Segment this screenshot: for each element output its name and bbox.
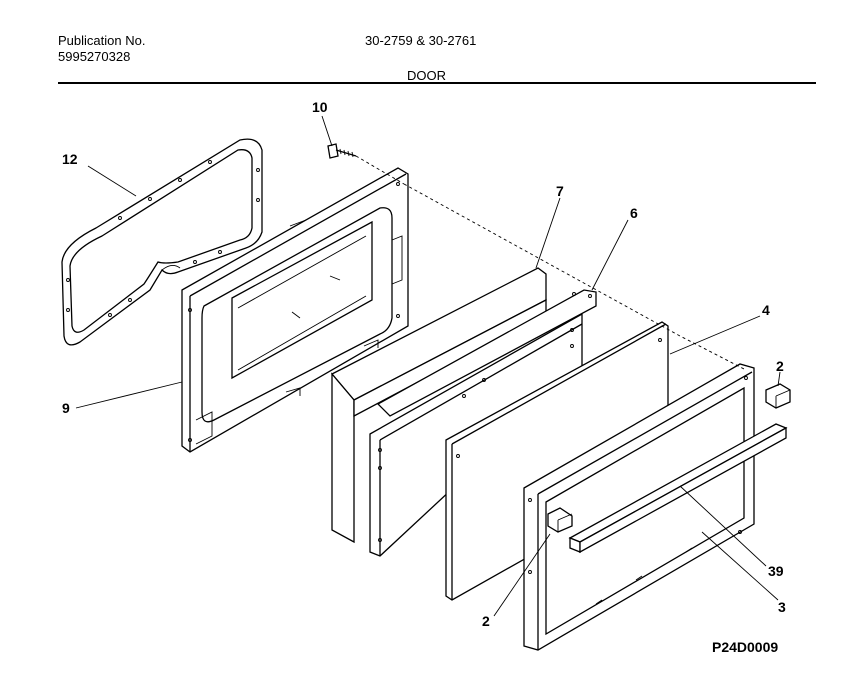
publication-number: 5995270328 (58, 49, 131, 64)
part-9-inner-door-panel (181, 167, 409, 453)
callout-6: 6 (630, 205, 638, 221)
callout-39: 39 (768, 563, 784, 579)
publication-label: Publication No. (58, 33, 146, 48)
callout-2-left: 2 (482, 613, 490, 629)
callout-12: 12 (62, 151, 78, 167)
callout-10: 10 (312, 99, 328, 115)
part-7-insulation (330, 267, 547, 544)
section-title: DOOR (407, 68, 446, 83)
callout-2-right: 2 (776, 358, 784, 374)
header-rule (58, 82, 816, 84)
part-2-handle-mount-left (547, 507, 573, 533)
callout-4: 4 (762, 302, 770, 318)
diagram-reference: P24D0009 (712, 639, 778, 655)
model-numbers: 30-2759 & 30-2761 (365, 33, 477, 48)
part-10-screw (327, 143, 357, 159)
callout-7: 7 (556, 183, 564, 199)
callout-9: 9 (62, 400, 70, 416)
callout-3: 3 (778, 599, 786, 615)
part-2-handle-mount-right (765, 383, 791, 409)
part-12-door-gasket (61, 138, 263, 346)
leader-lines (75, 115, 781, 617)
part-39-handle (568, 423, 788, 554)
